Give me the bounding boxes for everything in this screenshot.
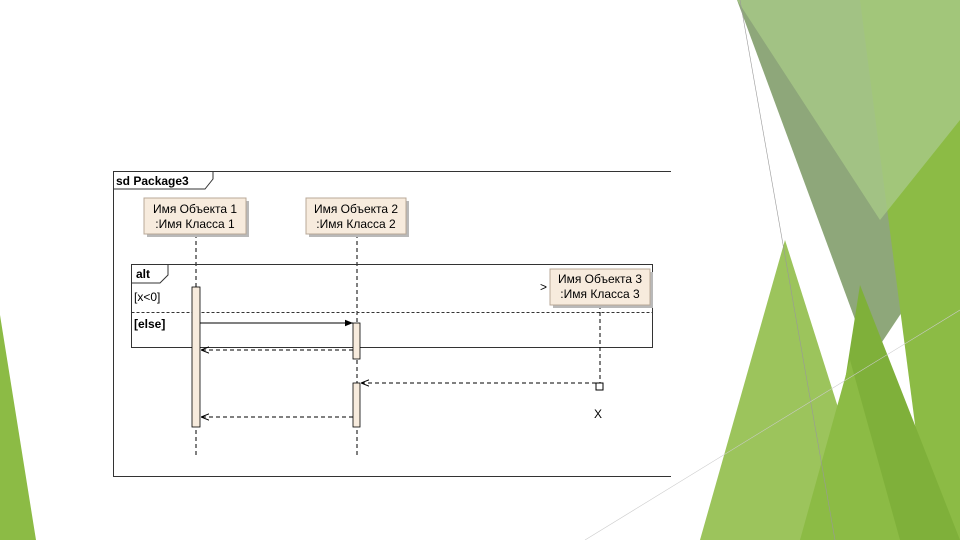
lifeline-3-class: :Имя Класса 3 xyxy=(560,287,640,301)
left-green-triangle xyxy=(0,315,36,540)
activation-1 xyxy=(192,287,200,427)
activation-2a xyxy=(353,323,360,359)
destroy-marker: X xyxy=(594,407,602,421)
lifeline-2-class: :Имя Класса 2 xyxy=(316,217,396,231)
activation-3-marker xyxy=(596,383,603,390)
lifeline-2-object: Имя Объекта 2 xyxy=(314,202,398,216)
frame-label: sd Package3 xyxy=(116,174,189,188)
lifeline-3-object: Имя Объекта 3 xyxy=(558,272,642,286)
lifeline-1-class: :Имя Класса 1 xyxy=(155,217,235,231)
alt-operator: alt xyxy=(136,267,150,281)
alt-guard-1: [x<0] xyxy=(134,290,160,304)
alt-guard-2: [else] xyxy=(134,317,165,331)
create-marker: > xyxy=(540,280,547,294)
lifeline-1-object: Имя Объекта 1 xyxy=(153,202,237,216)
activation-2b xyxy=(353,383,360,427)
sequence-diagram: sd Package3 Имя Объекта 1 :Имя Класса 1 … xyxy=(113,171,671,477)
